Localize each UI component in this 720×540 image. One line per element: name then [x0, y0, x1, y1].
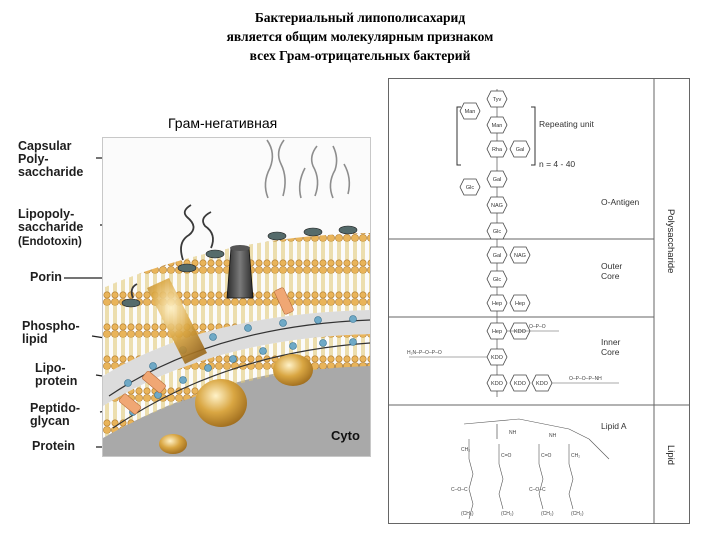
svg-text:(CH₂): (CH₂): [501, 511, 514, 517]
sugar-hexagons: [459, 90, 553, 392]
svg-text:Hep: Hep: [515, 301, 525, 307]
structure-svg: Tyv Man Man Rha Gal Gal Glc NAG Glc Gal …: [389, 79, 689, 523]
title-line-2: является общим молекулярным признаком: [226, 29, 494, 44]
label-capsular-polysaccharide: Capsular Poly- saccharide: [18, 139, 84, 179]
label-porin: Porin: [30, 270, 62, 284]
phosphate-marks: O–P–O O–P–O–P–NH H₂N–P–O–P–O: [407, 324, 602, 382]
periplasm: [103, 310, 370, 406]
capsular-strands: [264, 139, 351, 199]
svg-text:KDO: KDO: [491, 381, 504, 387]
lps-chains: [130, 204, 214, 299]
phosphate-chains: [409, 330, 619, 384]
lps-anchors: [121, 225, 358, 308]
svg-text:KDO: KDO: [514, 329, 527, 335]
svg-text:O–P–O: O–P–O: [529, 324, 546, 330]
cell-wall-illustration: Cyto: [102, 137, 371, 457]
label-protein: Protein: [32, 439, 76, 453]
title-line-1: Бактериальный липополисахарид: [254, 10, 466, 25]
svg-text:(CH₂): (CH₂): [571, 511, 584, 517]
svg-text:Rha: Rha: [492, 147, 503, 153]
svg-text:KDO: KDO: [536, 381, 549, 387]
svg-text:NAG: NAG: [514, 253, 526, 259]
title-line-3: всех Грам-отрицательных бактерий: [249, 48, 471, 63]
svg-text:C=O: C=O: [541, 453, 552, 459]
svg-text:CH₂: CH₂: [571, 453, 580, 459]
svg-text:C=O: C=O: [501, 453, 512, 459]
bracket-left: [456, 106, 461, 166]
inner-membrane-protein: [195, 379, 247, 427]
bracket-right: [531, 106, 536, 166]
lipid-a-atoms: NH NH CH₂ C=O C=O CH₂ C–O–C C–O–C (CH₂) (CH₂)…: [451, 430, 584, 517]
peptidoglycan-strand-2: [108, 319, 370, 397]
label-peptidoglycan: Peptido- glycan: [30, 401, 80, 428]
svg-text:Hep: Hep: [492, 301, 502, 307]
svg-text:Gal: Gal: [493, 253, 502, 259]
outer-membrane: [103, 233, 370, 376]
svg-text:Glc: Glc: [493, 229, 502, 235]
svg-text:CH₂: CH₂: [461, 447, 470, 453]
cytoplasm-protein: [159, 434, 187, 454]
diagram-caption: Грам-негативная: [168, 115, 278, 131]
svg-text:NH: NH: [549, 433, 557, 439]
lipoproteins: [118, 287, 294, 415]
caption-n-value: n = 4 - 40: [539, 159, 576, 169]
svg-text:Gal: Gal: [493, 177, 502, 183]
lps-structure-panel: Tyv Man Man Rha Gal Gal Glc NAG Glc Gal …: [388, 78, 690, 524]
svg-text:(CH₂): (CH₂): [541, 511, 554, 517]
svg-text:O–P–O–P–NH: O–P–O–P–NH: [569, 376, 602, 382]
svg-text:KDO: KDO: [514, 381, 527, 387]
svg-text:Hep: Hep: [492, 329, 502, 335]
caption-inner-core: Inner Core: [601, 337, 621, 357]
caption-o-antigen: O-Antigen: [601, 197, 640, 207]
membrane-svg: Cyto: [103, 139, 370, 456]
outer-membrane-protein: [147, 278, 207, 364]
svg-text:Tyv: Tyv: [493, 97, 502, 103]
porin-protein: [226, 247, 254, 299]
svg-text:C–O–C: C–O–C: [451, 487, 468, 493]
svg-text:NH: NH: [509, 430, 517, 436]
sugar-labels: Tyv Man Man Rha Gal Gal Glc NAG Glc Gal …: [465, 97, 549, 387]
periplasm-protein: [273, 354, 313, 386]
svg-text:H₂N–P–O–P–O: H₂N–P–O–P–O: [407, 350, 442, 356]
svg-text:Glc: Glc: [466, 185, 475, 191]
slide-title: Бактериальный липополисахарид является о…: [150, 8, 570, 65]
label-endotoxin: (Endotoxin): [18, 236, 82, 248]
svg-text:Man: Man: [465, 109, 476, 115]
label-phospholipid: Phospho- lipid: [22, 319, 80, 346]
lipid-a-chains: [463, 418, 610, 520]
svg-text:Man: Man: [492, 123, 503, 129]
cytoplasm-label: Cyto: [331, 428, 360, 443]
svg-text:(CH₂): (CH₂): [461, 511, 474, 517]
caption-repeating-unit: Repeating unit: [539, 119, 594, 129]
svg-text:NAG: NAG: [491, 203, 503, 209]
caption-lipid-a: Lipid A: [601, 421, 627, 431]
vertical-lipid: Lipid: [665, 445, 676, 466]
caption-outer-core: Outer Core: [601, 261, 623, 281]
svg-text:KDO: KDO: [491, 355, 504, 361]
svg-text:Gal: Gal: [516, 147, 525, 153]
peptidoglycan-beads: [124, 315, 357, 416]
peptidoglycan-strand: [112, 342, 370, 429]
svg-text:Glc: Glc: [493, 277, 502, 283]
svg-text:C–O–C: C–O–C: [529, 487, 546, 493]
label-lipoprotein: Lipo- protein: [35, 361, 78, 388]
vertical-polysaccharide: Polysaccharide: [665, 209, 676, 274]
label-lipopolysaccharide: Lipopoly- saccharide: [18, 207, 84, 234]
